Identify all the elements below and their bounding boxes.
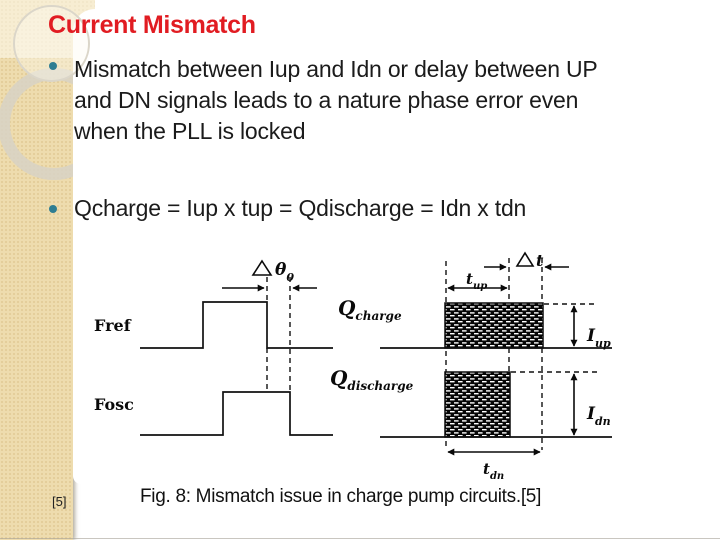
i-dn-label: Idn — [586, 404, 611, 428]
fref-waveform — [140, 301, 333, 349]
delta-t-label: t — [536, 251, 544, 270]
bullet-line: and DN signals leads to a nature phase e… — [74, 87, 579, 113]
delta-theta-label: θ0 — [275, 260, 294, 284]
circle-decoration-icon — [13, 5, 90, 82]
slide-bottom-edge — [0, 538, 720, 539]
fref-label: Fref — [94, 316, 132, 335]
bullet-line: Mismatch between Iup and Idn or delay be… — [74, 56, 598, 82]
t-dn-label: tdn — [483, 460, 504, 482]
bullet-text-1: Mismatch between Iup and Idn or delay be… — [74, 54, 598, 147]
content-panel — [73, 9, 720, 484]
bullet-line: when the PLL is locked — [74, 118, 306, 144]
reference-badge: [5] — [52, 494, 67, 509]
q-charge-label: Qcharge — [338, 296, 402, 323]
q-discharge-label: Qdischarge — [330, 366, 414, 393]
slide-title: Current Mismatch — [48, 11, 256, 39]
fosc-label: Fosc — [94, 395, 134, 414]
charge-area-rect — [444, 302, 544, 349]
phase-error-dashed-lines — [266, 277, 291, 392]
delta-icon — [515, 251, 535, 267]
delta-icon — [251, 259, 273, 276]
bullet-text-2: Qcharge = Iup x tup = Qdischarge = Idn x… — [74, 195, 527, 221]
bullet-icon — [49, 62, 57, 70]
fosc-waveform — [140, 391, 333, 436]
i-up-label: Iup — [586, 326, 611, 350]
figure-charge-pump-mismatch: θ0 Fref Fosc t tup Qcharge — [94, 251, 612, 482]
figure-caption: Fig. 8: Mismatch issue in charge pump ci… — [140, 486, 542, 507]
discharge-area-rect — [444, 371, 511, 438]
bullet-icon — [49, 205, 57, 213]
